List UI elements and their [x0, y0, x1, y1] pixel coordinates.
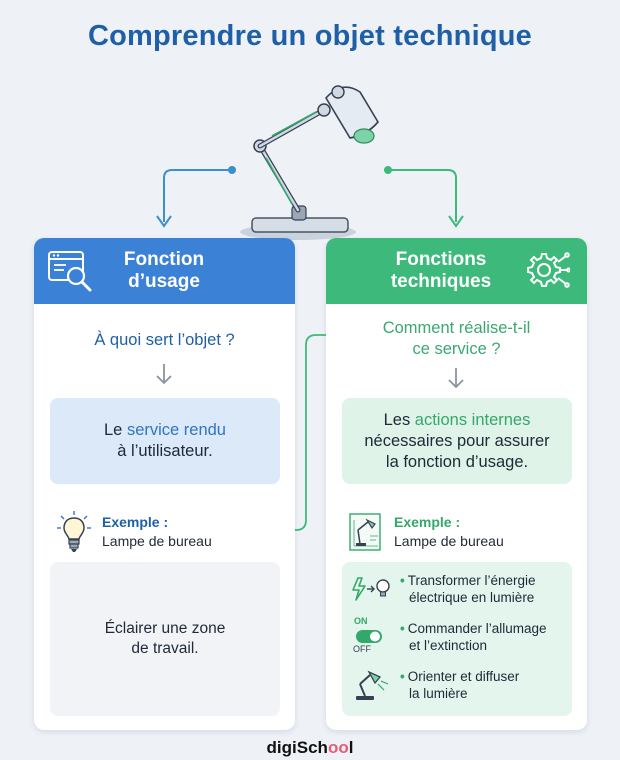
technical-definition-box: Les actions internes nécessaires pour as…: [342, 398, 572, 484]
switch-on-label: ON: [354, 616, 368, 626]
on-off-switch-icon: [356, 630, 382, 643]
page-title: Comprendre un objet technique: [87, 20, 533, 52]
action-1-line2: électrique en lumière: [409, 590, 535, 605]
switch-off-label: OFF: [353, 644, 371, 654]
usage-result-box: Éclairer une zone de travail.: [50, 562, 280, 716]
technical-functions-title: Fonctions techniques: [390, 249, 492, 292]
brand-part3: l: [348, 738, 354, 757]
technical-example-value: Lampe de bureau: [394, 533, 504, 549]
action-2-line2: et l’extinction: [409, 638, 488, 653]
technical-example-label: Exemple :: [394, 514, 461, 530]
technical-actions-box: •Transformer l’énergie électrique en lum…: [342, 562, 572, 716]
action-3-line2: la lumière: [409, 686, 468, 701]
technical-definition-line2: nécessaires pour assurer: [364, 431, 550, 450]
technical-question: Comment réalise-t-il ce service ?: [326, 318, 587, 360]
brand-logo: digiSchool: [0, 738, 620, 758]
usage-function-card: Fonction d’usage À quoi sert l’objet ? L…: [34, 238, 295, 730]
usage-example-label: Exemple :: [102, 514, 169, 530]
usage-example-value: Lampe de bureau: [102, 533, 212, 549]
lamp-blueprint-icon: [349, 513, 381, 551]
usage-function-header: Fonction d’usage: [34, 238, 295, 304]
action-orient-light: •Orienter et diffuser la lumière: [342, 666, 572, 706]
usage-result-line1: Éclairer une zone: [104, 620, 226, 637]
technical-definition-prefix: Les: [383, 410, 415, 429]
arrow-down-icon: [448, 368, 464, 389]
usage-result-line2: de travail.: [131, 640, 199, 657]
desk-lamp-icon: [356, 670, 389, 700]
brand-part1: digiSch: [266, 738, 328, 757]
arrow-down-icon: [156, 364, 172, 385]
desk-lamp-illustration: [240, 85, 379, 240]
technical-question-line2: ce service ?: [412, 340, 501, 358]
usage-example: Exemple : Lampe de bureau: [50, 510, 280, 554]
technical-functions-card: Fonctions techniques Comment réalise-t-i…: [326, 238, 587, 730]
technical-definition-highlight: actions internes: [414, 410, 531, 429]
action-1-line1: Transformer l’énergie: [407, 573, 536, 588]
technical-functions-header: Fonctions techniques: [326, 238, 587, 304]
usage-definition-highlight: service rendu: [126, 421, 226, 439]
technical-definition-line3: la fonction d’usage.: [385, 452, 529, 471]
action-command-switch: ON OFF •Commander l’allumage et l’extinc…: [342, 616, 572, 658]
action-3-line1: Orienter et diffuser: [407, 669, 520, 684]
brand-part2: oo: [327, 738, 349, 757]
gear-circuit-icon: [527, 252, 570, 288]
usage-function-title: Fonction d’usage: [123, 249, 205, 292]
search-document-icon: [48, 251, 92, 292]
usage-question: À quoi sert l’objet ?: [94, 331, 235, 349]
action-2-line1: Commander l’allumage: [407, 621, 547, 636]
usage-definition-prefix: Le: [104, 421, 127, 439]
energy-to-light-icon: [352, 577, 390, 601]
technical-example: Exemple : Lampe de bureau: [342, 510, 572, 554]
usage-definition-box: Le service rendu à l’utilisateur.: [50, 398, 280, 484]
usage-definition-suffix: à l’utilisateur.: [117, 442, 213, 460]
lightbulb-icon: [57, 511, 91, 552]
action-transform-energy: •Transformer l’énergie électrique en lum…: [342, 570, 572, 610]
technical-question-line1: Comment réalise-t-il: [382, 319, 531, 337]
